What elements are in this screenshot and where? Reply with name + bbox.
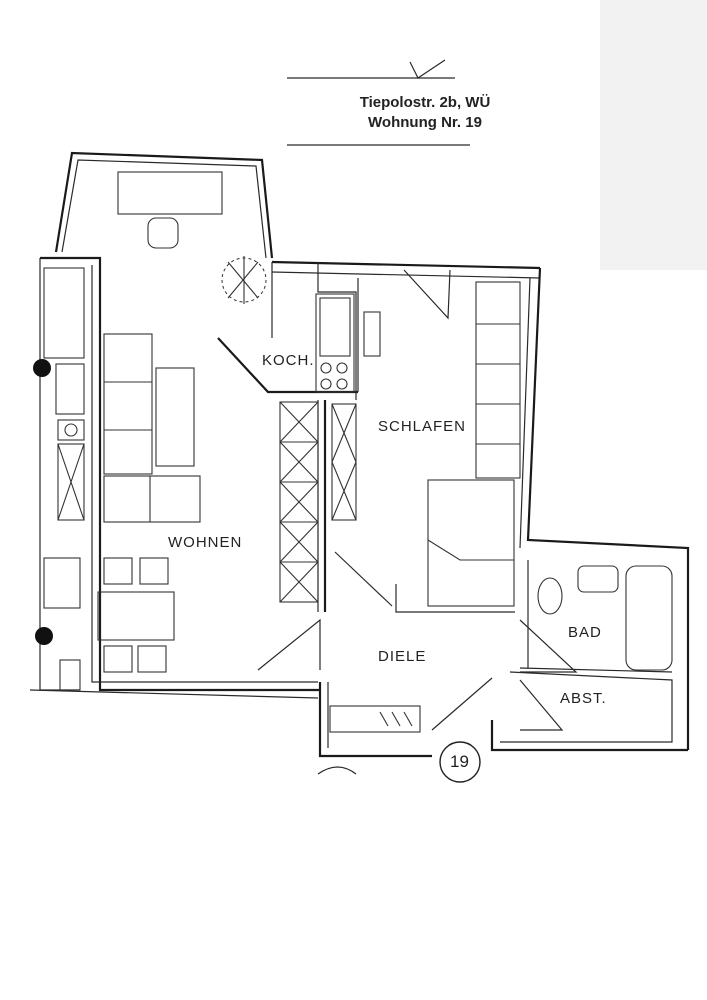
black-dot-icon xyxy=(35,627,53,645)
black-dot-icon xyxy=(33,359,51,377)
balcony-furniture xyxy=(117,171,223,249)
outer-walls xyxy=(29,151,690,758)
wardrobe-units xyxy=(279,401,357,603)
room-label-living: WOHNEN xyxy=(168,534,243,551)
header-lines xyxy=(287,59,470,146)
living-furniture xyxy=(97,333,201,673)
interior-walls xyxy=(217,262,673,731)
bedroom-furniture xyxy=(363,281,521,607)
kitchen-unit xyxy=(315,293,355,393)
room-label-bath: BAD xyxy=(568,624,602,641)
scan-shadow xyxy=(600,0,707,270)
room-label-storage: ABST. xyxy=(560,690,607,707)
bath-fixtures xyxy=(537,565,673,671)
address-line-2: Wohnung Nr. 19 xyxy=(368,114,482,131)
neighbor-fragments xyxy=(33,267,85,691)
hall-furniture xyxy=(329,705,421,733)
address-line-1: Tiepolostr. 2b, WÜ xyxy=(359,94,491,111)
room-label-kitchen: KOCH. xyxy=(262,352,315,369)
unit-number: 19 xyxy=(450,752,469,771)
room-label-bedroom: SCHLAFEN xyxy=(378,418,467,435)
unit-number-circle xyxy=(439,741,481,783)
room-label-hall: DIELE xyxy=(378,648,427,665)
plant-icon xyxy=(221,256,267,304)
